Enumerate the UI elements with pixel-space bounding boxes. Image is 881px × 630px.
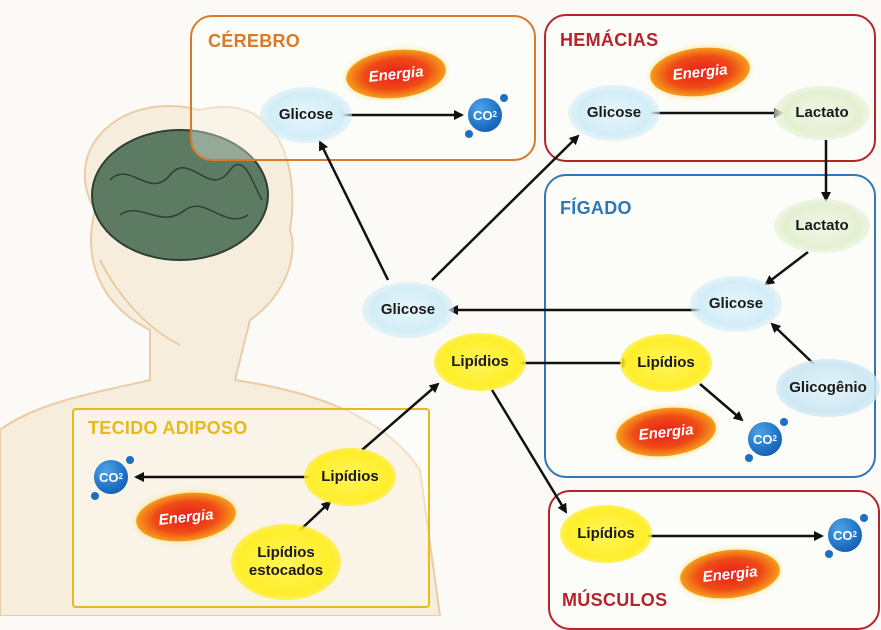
glicogenio-node: Glicogênio [776,359,880,417]
glicose-figado-node: Glicose [690,276,782,332]
arrow-central-to-cerebro [320,142,388,280]
lipidios-tecido-node: Lipídios [304,448,396,506]
arrow-tecido-to-lipidios-central [362,384,438,450]
metabolism-diagram: CÉREBRO HEMÁCIAS FÍGADO TECIDO ADIPOSO M… [0,0,881,616]
lipidios-estocados-line1: Lipídios [257,544,315,562]
lipidios-central-node: Lipídios [434,333,526,391]
lipidios-figado-node: Lipídios [620,334,712,392]
lipidios-estocados-line2: estocados [249,562,323,580]
glicose-central-node: Glicose [362,282,454,338]
lipidios-musculos-node: Lipídios [560,505,652,563]
arrow-lipidios-central-to-musculos [492,390,566,512]
arrow-lactato-to-glicose-figado [766,252,808,284]
arrow-central-to-hemacias [432,136,578,280]
lactato-hemacias-node: Lactato [774,86,870,140]
glicose-hemacias-node: Glicose [568,85,660,141]
lactato-figado-node: Lactato [774,199,870,253]
glicose-cerebro-node: Glicose [260,87,352,143]
lipidios-estocados-node: Lipídios estocados [231,524,341,600]
